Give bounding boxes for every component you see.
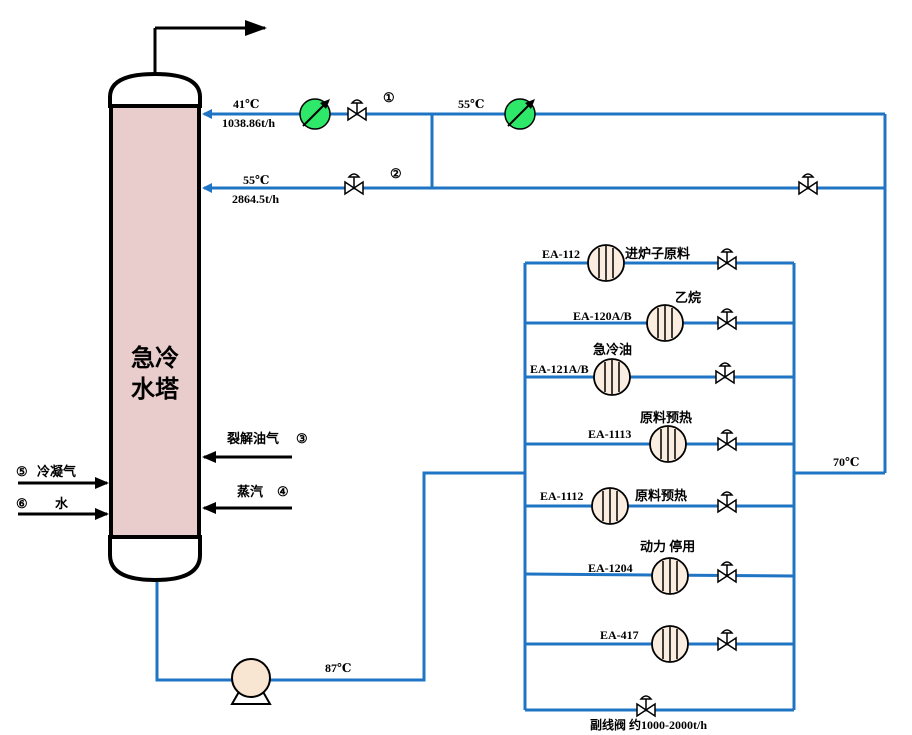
- valve-icon: [717, 248, 737, 270]
- feed-5-name: 冷凝气: [37, 464, 76, 479]
- return-line-1: 41℃ 1038.86t/h ① 55℃: [202, 90, 885, 130]
- exchanger-tag: EA-120A/B: [573, 309, 632, 323]
- exchanger-icon: [593, 358, 631, 396]
- exchanger-icon: [587, 244, 625, 282]
- cooler-2-icon: [504, 98, 536, 130]
- valve-icon: [717, 308, 737, 330]
- exchanger-service: 急冷油: [593, 342, 632, 357]
- exchanger-tag: EA-1113: [588, 427, 631, 441]
- quench-water-tower: 急冷 水塔: [108, 20, 267, 583]
- valve-1-icon: [347, 99, 367, 121]
- return1-temp: 41℃: [233, 97, 259, 111]
- exchanger-tag: EA-1112: [540, 489, 583, 503]
- feed-6: ⑥ 水: [16, 496, 109, 520]
- exchanger-tag: EA-112: [542, 247, 580, 261]
- exchanger-service: 动力 停用: [640, 539, 695, 554]
- header-temp: 70℃: [833, 455, 859, 469]
- bottom-pump-line: 87℃: [155, 471, 525, 705]
- valve-icon: [717, 629, 737, 651]
- tower-top-head: [108, 71, 202, 108]
- feed-4-name: 蒸汽: [237, 484, 263, 499]
- return2-flow: 2864.5t/h: [232, 192, 279, 206]
- cooler-1-icon: [299, 98, 331, 130]
- exchanger-ea-1112: EA-1112 原料预热: [540, 487, 737, 525]
- bypass-valve-icon: [636, 695, 656, 717]
- exchanger-tag: EA-417: [600, 628, 639, 642]
- feed-6-name: 水: [55, 496, 69, 511]
- exchanger-icon: [591, 487, 629, 525]
- valve-icon: [717, 491, 737, 513]
- valve-icon: [717, 561, 737, 583]
- cooled-temp: 55℃: [458, 97, 484, 111]
- exchanger-service: 进炉子原料: [625, 246, 690, 261]
- feed-4-marker: ④: [277, 484, 289, 499]
- marker-1: ①: [383, 90, 395, 105]
- pump-temp: 87℃: [325, 661, 351, 675]
- exchanger-tag: EA-121A/B: [530, 362, 589, 376]
- pump-icon: [230, 658, 272, 705]
- valve-icon: [715, 362, 735, 384]
- exchanger-ea-112: EA-112 进炉子原料: [542, 244, 737, 282]
- exchanger-service: 原料预热: [635, 488, 687, 503]
- exchanger-icon: [646, 304, 684, 342]
- bypass-label: 副线阀 约1000-2000t/h: [590, 717, 707, 732]
- exchanger-ea-417: EA-417: [600, 625, 737, 663]
- exchanger-ea-121ab: EA-121A/B 急冷油: [530, 342, 735, 396]
- return-line-2: 55℃ 2864.5t/h ②: [202, 114, 885, 206]
- tower-bottom-head: [108, 535, 202, 583]
- tower-body: [109, 104, 201, 539]
- exchanger-icon: [651, 557, 689, 595]
- exchanger-network: EA-112 进炉子原料 EA-120A/B 乙烷 EA-121A/B 急冷油 …: [523, 244, 796, 732]
- feed-4: 蒸汽 ④: [202, 484, 292, 514]
- exchanger-service: 乙烷: [675, 290, 701, 305]
- exchanger-icon: [651, 625, 689, 663]
- exchanger-ea-1204: EA-1204 动力 停用: [588, 539, 737, 595]
- tower-label-line2: 水塔: [131, 375, 180, 403]
- marker-2: ②: [390, 166, 402, 181]
- valve-3-icon: [798, 173, 818, 195]
- valve-icon: [717, 429, 737, 451]
- feed-3-marker: ③: [296, 431, 308, 446]
- feed-5-marker: ⑤: [16, 464, 28, 479]
- exchanger-icon: [649, 425, 687, 463]
- feed-6-marker: ⑥: [16, 496, 28, 511]
- feed-5: ⑤ 冷凝气: [16, 464, 109, 489]
- exchanger-tag: EA-1204: [588, 561, 633, 575]
- exchanger-service: 原料预热: [640, 410, 692, 425]
- return2-temp: 55℃: [243, 173, 269, 187]
- return1-flow: 1038.86t/h: [222, 116, 275, 130]
- tower-label-line1: 急冷: [131, 344, 179, 372]
- valve-2-icon: [344, 173, 364, 195]
- feed-3: 裂解油气 ③: [202, 431, 308, 463]
- bypass-valve: 副线阀 约1000-2000t/h: [590, 695, 707, 732]
- feed-3-name: 裂解油气: [226, 431, 279, 446]
- exchanger-ea-1113: EA-1113 原料预热: [588, 410, 737, 463]
- exchanger-ea-120ab: EA-120A/B 乙烷: [573, 290, 737, 342]
